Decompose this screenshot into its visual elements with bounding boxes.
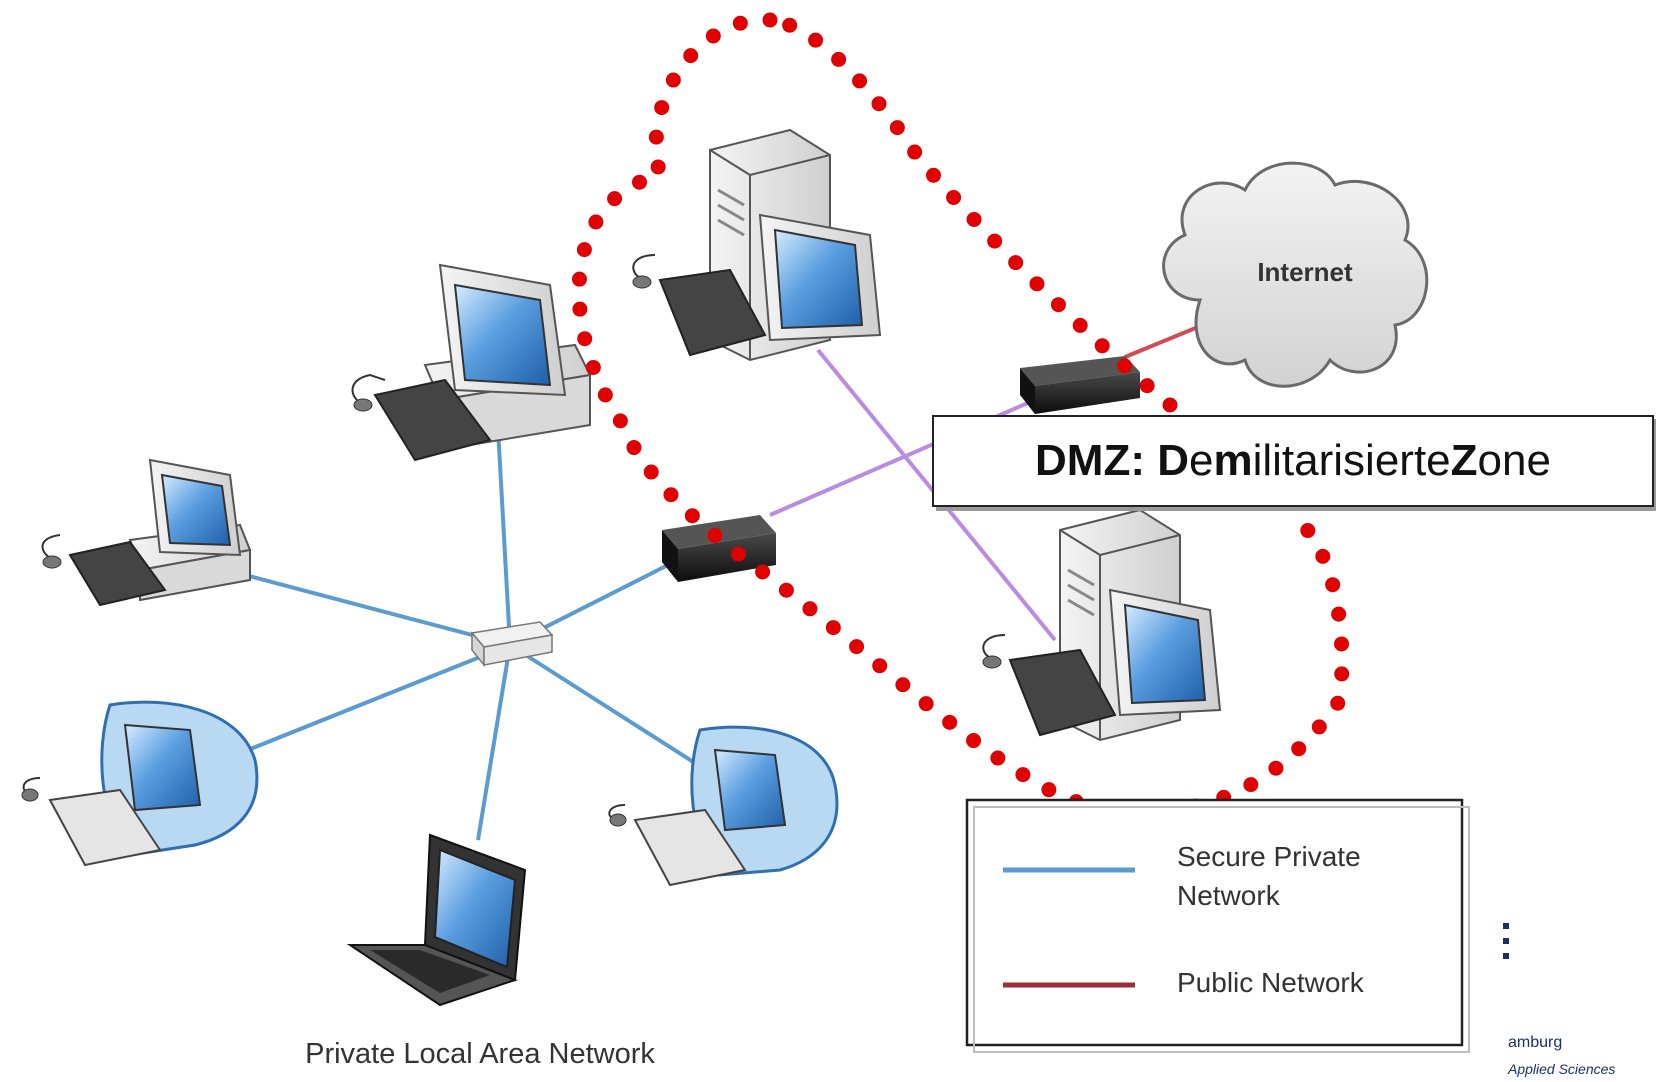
secure-private-network-links [214, 427, 708, 841]
dmz-label-part: one [1477, 436, 1551, 485]
dmz-label-part: Z [1450, 436, 1478, 485]
dmz-label-part: m [1213, 436, 1253, 485]
logo-dots [1503, 923, 1511, 968]
internet-cloud: Internet [1162, 161, 1429, 388]
legend-label-public: Public Network [1177, 967, 1365, 998]
external-router [1020, 356, 1140, 414]
dmz-server-bottom [982, 508, 1222, 742]
lan-desktop-computer-top [351, 263, 592, 462]
lan-imac-left [21, 700, 259, 867]
footer-logo: amburg Applied Sciences [1508, 1030, 1615, 1082]
dmz-label-part: ilitarisierte [1252, 436, 1451, 485]
lan-desktop-computer-left [41, 458, 252, 607]
lan-imac-right [608, 725, 839, 887]
lan-laptop [346, 833, 527, 1007]
footer-logo-line2: Applied Sciences [1508, 1061, 1616, 1077]
legend: Secure Private Network Public Network [965, 798, 1470, 1053]
dmz-server-top [632, 128, 882, 362]
internet-label: Internet [1257, 257, 1353, 287]
legend-label-secure-line2: Network [1177, 880, 1281, 911]
dmz-label-part: e [1189, 436, 1214, 485]
lan-hub [470, 621, 554, 668]
legend-label-secure-line1: Secure Private [1177, 841, 1361, 872]
dmz-label-part: DMZ: D [1035, 436, 1189, 485]
footer-logo-line1: amburg [1508, 1034, 1563, 1051]
lan-caption: Private Local Area Network [305, 1038, 655, 1070]
dmz-boundary [571, 12, 1350, 819]
